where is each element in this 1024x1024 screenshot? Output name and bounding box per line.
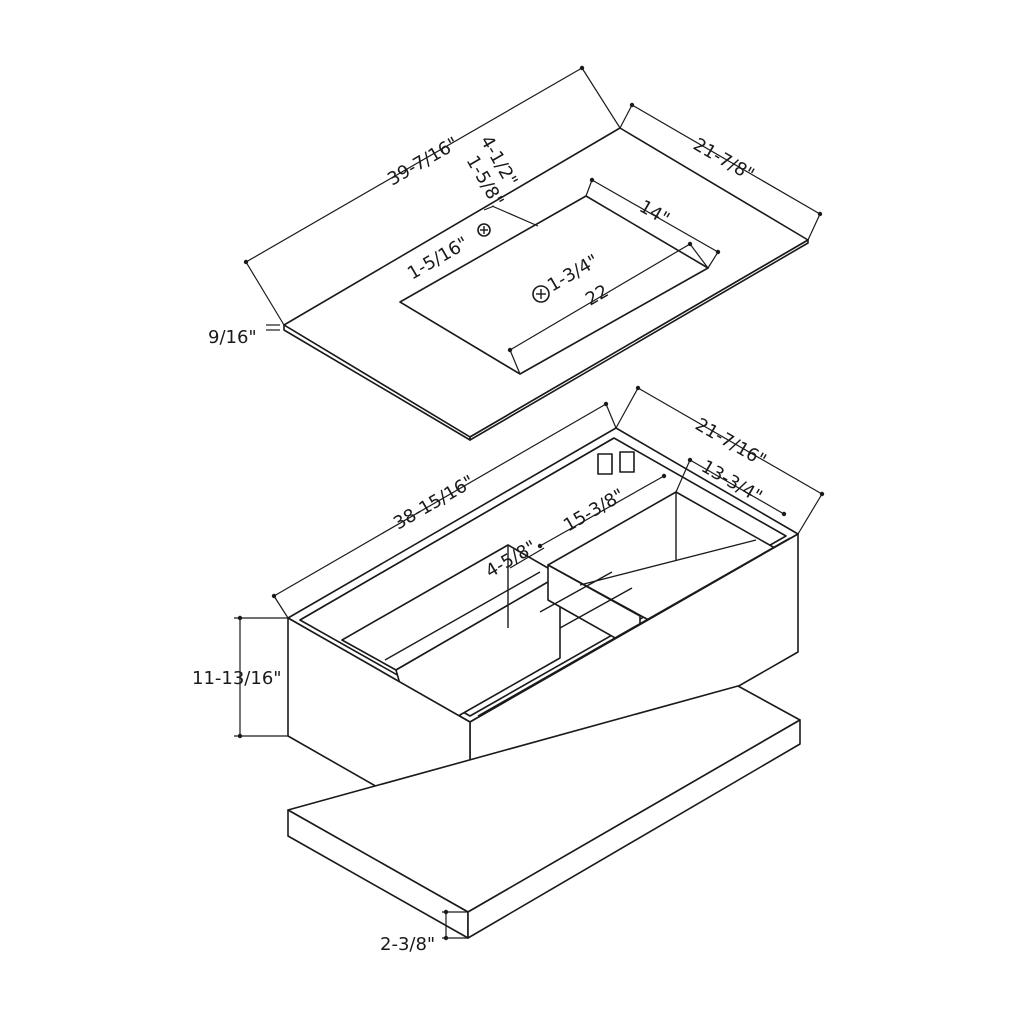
dim-basin-depth: [591, 179, 719, 253]
dim-top-length-ext1: [245, 261, 285, 326]
dim-top-length-ext2: [581, 67, 621, 129]
label-cabinet-height: 11-13/16": [192, 668, 282, 689]
dim-basin-depth-ext2: [707, 251, 719, 269]
tick-18: [781, 511, 787, 517]
tick-11: [635, 385, 641, 391]
label-top-thickness: 9/16": [208, 327, 257, 348]
plinth-front-face: [467, 719, 801, 939]
dim-cabinet-depth: [637, 387, 823, 495]
corner-bracket-2: [619, 451, 635, 473]
corner-bracket: [597, 453, 613, 475]
dim-faucet-offset: [491, 205, 539, 227]
dim-cabinet-length-ext2: [605, 403, 617, 429]
dim-basin-length: [509, 243, 691, 351]
countertop: [283, 127, 809, 441]
dim-cabinet-length-ext1: [273, 595, 289, 619]
tick-2: [579, 65, 585, 71]
center-rail-1: [539, 571, 613, 613]
countertop-slab-side: [469, 239, 809, 441]
dim-cabinet-depth-ext2: [797, 493, 823, 535]
dim-drawer-depth: [689, 459, 785, 515]
tick-5: [589, 177, 595, 183]
tick-13: [237, 615, 243, 621]
tick-7: [507, 347, 513, 353]
tick-4: [817, 211, 823, 217]
tick-16: [443, 935, 449, 941]
dim-top-depth: [631, 104, 821, 215]
dim-cabinet-depth-ext1: [615, 387, 639, 429]
right-shelf-line: [579, 539, 757, 586]
dim-top-depth-ext2: [807, 213, 821, 241]
dimension-lines: [234, 65, 825, 941]
tick-1: [243, 259, 249, 265]
dim-cabinet-length: [273, 403, 607, 597]
basin-inner-edge: [399, 301, 521, 375]
tick-3: [629, 102, 635, 108]
tick-6: [715, 249, 721, 255]
label-top-length: 39-7/16": [384, 133, 462, 190]
label-plinth-height: 2-3/8": [380, 934, 435, 955]
plinth: [287, 685, 801, 939]
dim-basin-length-ext2: [689, 243, 709, 269]
dim-basin-depth-ext1: [585, 179, 593, 197]
dim-basin-length-ext1: [509, 349, 521, 375]
tick-14: [237, 733, 243, 739]
tick-19: [661, 473, 667, 479]
center-rail-2: [559, 587, 633, 629]
dim-top-depth-ext1: [619, 104, 633, 129]
tick-20: [537, 543, 543, 549]
dim-drawer-width: [539, 475, 665, 547]
cabinet-back-inner: [299, 437, 615, 621]
dim-drawer-depth-ext: [675, 459, 691, 493]
left-shelf-line: [384, 571, 541, 661]
dim-faucet-hole: [483, 205, 495, 211]
tick-8: [687, 241, 693, 247]
dim-drawer-cutout: [509, 547, 545, 569]
tick-17: [687, 457, 693, 463]
tick-12: [819, 491, 825, 497]
drawer-front-edge: [477, 537, 791, 717]
dim-top-length: [245, 67, 583, 263]
tick-9: [271, 593, 277, 599]
tick-10: [603, 401, 609, 407]
tick-15: [443, 909, 449, 915]
